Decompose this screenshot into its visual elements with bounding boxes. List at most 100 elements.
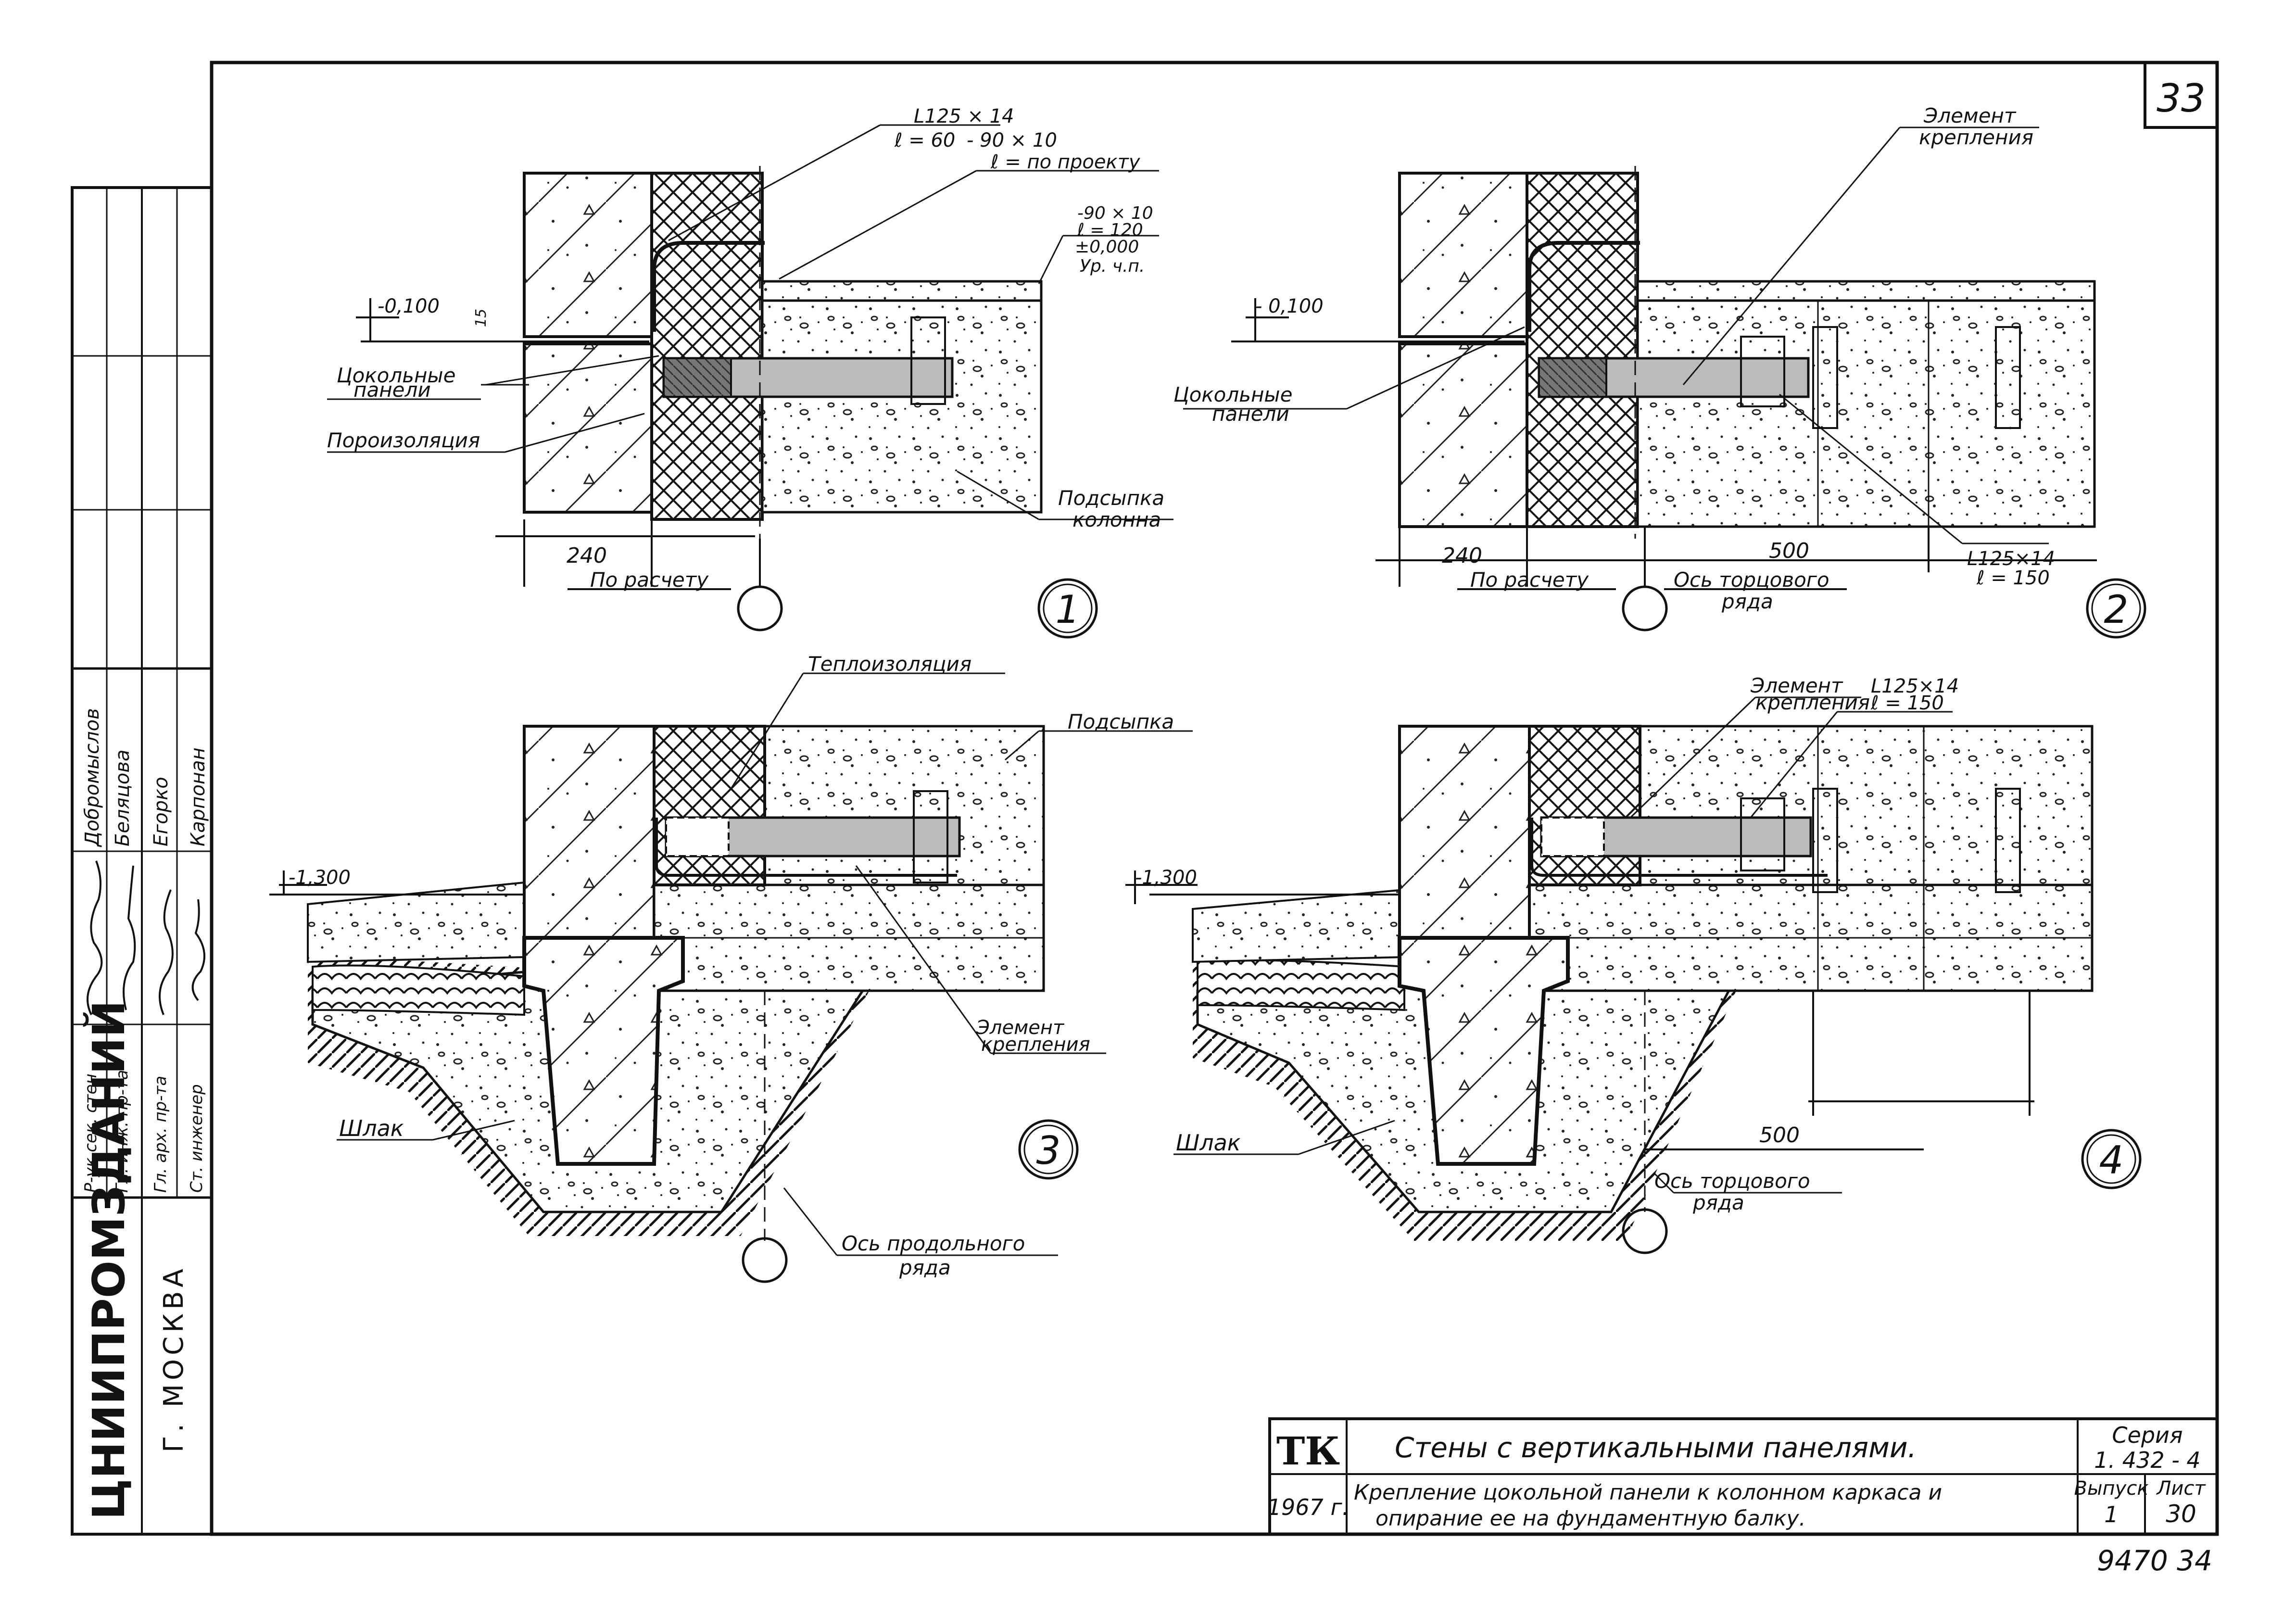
d2-level: - 0,100	[1255, 295, 1324, 317]
signatures	[87, 860, 205, 1015]
d4-beam	[1398, 936, 1570, 1166]
stamp-name-4: Карпонан	[187, 747, 209, 846]
d2-panels-label-1: Цокольные	[1173, 383, 1292, 406]
stamp-city: Г. МОСКВА	[158, 1265, 189, 1452]
d3-angle	[655, 818, 957, 877]
d3-element-label-2: крепления	[981, 1034, 1090, 1056]
d1-fill	[761, 299, 1043, 514]
d3-axis-label-1: Ось продольного	[842, 1232, 1025, 1255]
stamp-role-4: Ст. инженер	[187, 1084, 206, 1193]
d4-slag-label: Шлак	[1176, 1130, 1241, 1156]
d1-dim-calc: По расчету	[590, 568, 709, 592]
title-logo: ТК	[1276, 1428, 1340, 1474]
d2-panels-label-2: панели	[1212, 402, 1289, 426]
title-sub-2: опирание ее на фундаментную балку.	[1375, 1506, 1806, 1531]
d2-element-label-2: крепления	[1919, 126, 2033, 149]
d1-plate-label: - 90 × 10	[967, 129, 1057, 151]
stamp-role-1: Р-ук сек. стен	[81, 1073, 101, 1193]
d3-level: -1,300	[289, 867, 351, 889]
d2-floor-slab	[1636, 280, 2096, 302]
sheet-label: Лист	[2156, 1477, 2206, 1500]
d1-gap: 15	[473, 309, 490, 327]
d2-angle	[1527, 241, 1640, 332]
sheet-value: 30	[2166, 1500, 2196, 1528]
archive-number: 9470 34	[2097, 1544, 2212, 1577]
detail-1	[327, 124, 1173, 639]
d2-dim-500: 500	[1769, 539, 1809, 563]
d2-dim-calc: По расчету	[1470, 568, 1589, 592]
title-year: 1967 г.	[1267, 1494, 1349, 1520]
d1-number: 1	[1056, 587, 1080, 632]
d2-fill	[1636, 299, 2096, 528]
d3-thermal-label: Теплоизоляция	[808, 652, 971, 676]
d1-plate-len: ℓ = по проекту	[990, 151, 1141, 173]
detail-4	[1125, 696, 2142, 1254]
d4-panel	[1398, 725, 1531, 939]
detail-2	[1183, 126, 2146, 639]
d1-level: -0,100	[378, 295, 440, 317]
stamp-name-2: Беляцова	[112, 750, 134, 846]
d1-floor-level: Ур. ч.п.	[1080, 256, 1145, 276]
d1-panels-label-1: Цокольные	[337, 364, 455, 387]
d4-angle	[1530, 818, 1828, 877]
d4-axis-label-1: Ось торцового	[1654, 1169, 1810, 1193]
left-stamp	[71, 186, 213, 1536]
d2-number: 2	[2104, 587, 2129, 632]
d3-beam	[522, 936, 685, 1166]
stamp-name-3: Егорко	[150, 777, 172, 846]
d2-lower-panel	[1398, 342, 1528, 528]
d3-panel	[523, 725, 656, 939]
d1-lower-panel	[523, 342, 653, 514]
d3-number: 3	[1036, 1128, 1061, 1173]
d3-element-label-1: Элемент	[976, 1017, 1065, 1039]
d1-plate2-len: ℓ = 120	[1077, 220, 1143, 240]
d1-dim-240: 240	[567, 543, 607, 568]
detail-3	[269, 672, 1193, 1283]
d4-axis-label-2: ряда	[1692, 1191, 1744, 1214]
series-label: Серия	[2112, 1422, 2182, 1448]
d1-insulation-label: Пороизоляция	[327, 429, 480, 452]
issue-label: Выпуск	[2074, 1477, 2149, 1500]
stamp-role-3: Гл. арх. пр-та	[151, 1076, 170, 1193]
issue-value: 1	[2104, 1501, 2118, 1527]
stamp-name-1: Добромыслов	[81, 708, 103, 847]
series-value: 1. 432 - 4	[2094, 1447, 2200, 1473]
d1-column-insulation	[650, 172, 764, 521]
title-sub-1: Крепление цокольной панели к колонном ка…	[1354, 1480, 1942, 1505]
d1-angle-len: ℓ = 60	[894, 129, 955, 151]
title-block	[1268, 1417, 2219, 1536]
d4-dim-500: 500	[1759, 1123, 1800, 1148]
d4-angle-len: ℓ = 150	[1870, 692, 1944, 714]
d3-fill-label: Подсыпка	[1068, 710, 1174, 733]
d3-axis-label-2: ряда	[899, 1256, 951, 1279]
stamp-role-2: Гл. инж. пр-та	[113, 1070, 132, 1193]
d1-panels-label-2: панели	[353, 378, 431, 402]
title-main: Стены с вертикальными панелями.	[1395, 1431, 1917, 1464]
d1-fill-label-1: Подсыпка	[1058, 486, 1164, 510]
d2-angle-len: ℓ = 150	[1976, 567, 2050, 589]
d4-level: -1,300	[1135, 867, 1197, 889]
d2-upper-panel	[1398, 172, 1528, 338]
sheet-number-box	[2144, 61, 2219, 129]
d2-column-insulation	[1526, 172, 1639, 528]
d4-angle-label: L125×14	[1871, 675, 1959, 697]
d2-axis-label-2: ряда	[1721, 590, 1773, 613]
d4-number: 4	[2099, 1138, 2124, 1183]
d1-angle	[652, 241, 765, 332]
stamp-org: ЦНИИПРОМЗДАНИЙ	[83, 1000, 135, 1520]
d1-zero-level: ±0,000	[1075, 237, 1139, 257]
d1-plate2-label: -90 × 10	[1077, 203, 1153, 223]
d3-slag-label: Шлак	[339, 1115, 404, 1141]
d1-angle-label: L125 × 14	[914, 105, 1014, 127]
d2-element-label-1: Элемент	[1923, 104, 2017, 127]
d1-upper-panel	[523, 172, 653, 338]
d4-insulation	[1528, 725, 1641, 886]
stamp-roles: Р-ук сек. стен Гл. инж. пр-та Гл. арх. п…	[81, 708, 209, 1193]
d1-fill-label-2: колонна	[1072, 508, 1161, 531]
d4-element-label-1: Элемент	[1750, 674, 1843, 697]
d2-angle-label: L125×14	[1967, 548, 2055, 570]
d4-element-label-2: крепления	[1755, 691, 1870, 714]
d2-axis-label-1: Ось торцового	[1674, 568, 1829, 592]
d1-floor-slab	[761, 280, 1043, 302]
